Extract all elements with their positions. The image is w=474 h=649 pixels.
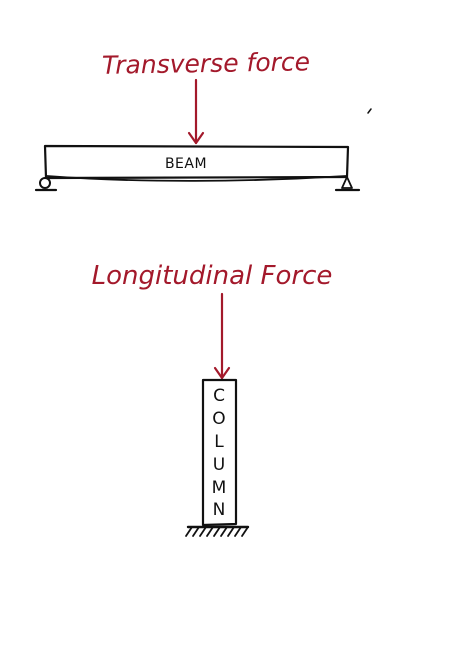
beam-label: BEAM — [165, 156, 207, 172]
longitudinal-force-label: Longitudinal Force — [92, 261, 333, 291]
pin-support — [334, 176, 361, 192]
column-letter: M — [212, 478, 227, 498]
fixed-support — [185, 525, 250, 537]
column-letter: O — [212, 409, 225, 429]
column-member — [201, 378, 238, 527]
beam-diagram: Transverse force BEAM — [34, 47, 372, 192]
column-label: C O L U M N — [212, 386, 227, 520]
roller-support — [34, 177, 58, 192]
transverse-force-label: Transverse force — [102, 47, 311, 80]
transverse-force-arrow — [187, 78, 205, 145]
column-letter: U — [213, 455, 225, 475]
column-letter: N — [213, 500, 226, 520]
longitudinal-force-arrow — [213, 292, 231, 380]
column-letter: L — [214, 432, 224, 452]
column-diagram: Longitudinal Force C O L U M N — [92, 261, 333, 537]
stray-pen-mark — [367, 108, 372, 114]
column-letter: C — [213, 386, 225, 406]
